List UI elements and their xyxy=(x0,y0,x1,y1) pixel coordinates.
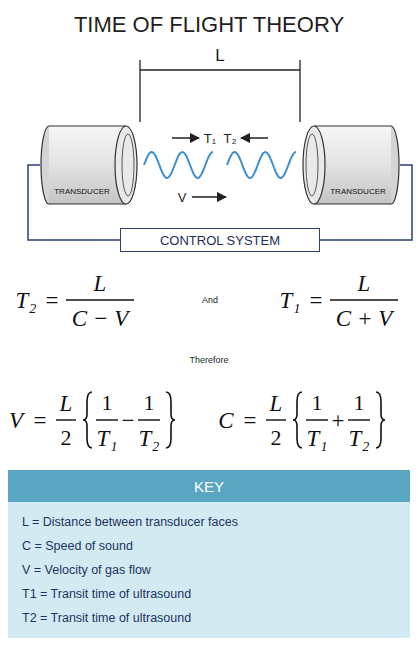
equation-term: L xyxy=(94,272,107,295)
box-label: CONTROL SYSTEM xyxy=(160,233,280,248)
control-box: CONTROL SYSTEM xyxy=(120,228,320,252)
equation-term: T₂ xyxy=(349,427,370,450)
fraction-bars xyxy=(56,300,398,420)
fraction-bar xyxy=(66,299,134,300)
fraction-bar xyxy=(138,419,160,420)
title: TIME OF FLIGHT THEORY xyxy=(0,12,418,38)
brace xyxy=(293,392,302,448)
fraction-bar xyxy=(330,299,398,300)
equation-term: C − V xyxy=(72,307,128,330)
signal-label: T₁ xyxy=(204,132,216,145)
equation-term: T₂ xyxy=(139,427,160,450)
wave xyxy=(144,152,213,178)
key-entry: V = Velocity of gas flow xyxy=(22,558,396,582)
equation-number: 1 xyxy=(144,392,155,414)
signal-arrows xyxy=(172,138,268,197)
equation-number: 1 xyxy=(102,392,113,414)
ultrasound-waves xyxy=(144,152,296,178)
transducer-label: TRANSDUCER xyxy=(54,187,110,196)
equation-operator: − xyxy=(122,409,135,432)
equation-term: L xyxy=(270,392,283,415)
box-label: KEY xyxy=(194,478,224,495)
equation-number: 1 xyxy=(354,392,365,414)
signal-label: T₂ xyxy=(224,132,237,145)
brace xyxy=(376,392,385,448)
equation-term: V xyxy=(9,409,23,432)
brace xyxy=(83,392,92,448)
transducer-face-ring xyxy=(306,134,318,196)
equation-operator: + xyxy=(332,409,345,432)
key-entry: T1 = Transit time of ultrasound xyxy=(22,582,396,606)
key-entry: T2 = Transit time of ultrasound xyxy=(22,606,396,630)
transducer-face-ring xyxy=(122,134,134,196)
equation-number: 2 xyxy=(271,427,282,449)
fraction-bar xyxy=(348,419,370,420)
braces xyxy=(83,392,385,448)
equation-operator: = xyxy=(244,409,257,432)
transducer-face xyxy=(303,126,325,204)
connective-text: And xyxy=(202,296,218,305)
equation-operator: = xyxy=(34,409,47,432)
brace xyxy=(166,392,175,448)
fraction-bar xyxy=(96,419,118,420)
key-entry: C = Speed of sound xyxy=(22,534,396,558)
dimension-label: L xyxy=(215,47,224,64)
transducer-face xyxy=(115,126,137,204)
key-header: KEY xyxy=(8,470,410,502)
key-entry: L = Distance between transducer faces xyxy=(22,510,396,534)
equation-term: C xyxy=(218,409,233,432)
equation-operator: = xyxy=(310,289,323,312)
equation-term: T₁ xyxy=(280,289,301,312)
transducer: TRANSDUCER xyxy=(40,125,140,205)
equation-term: T₁ xyxy=(307,427,328,450)
equation-term: C + V xyxy=(336,307,392,330)
fraction-bar xyxy=(56,419,76,420)
dimension-line xyxy=(140,69,300,70)
extension-line xyxy=(139,60,140,122)
fraction-bar xyxy=(266,419,286,420)
equation-term: T₁ xyxy=(97,427,118,450)
flow-arrow xyxy=(192,196,226,198)
fraction-bar xyxy=(306,419,328,420)
equation-number: 1 xyxy=(312,392,323,414)
key-box: L = Distance between transducer facesC =… xyxy=(8,502,410,638)
extension-line xyxy=(299,60,300,122)
dimension-line xyxy=(140,60,300,122)
equation-term: L xyxy=(60,392,73,415)
equation-term: L xyxy=(358,272,371,295)
t2-arrow xyxy=(241,137,268,139)
equation-operator: = xyxy=(46,289,59,312)
transducer-label: TRANSDUCER xyxy=(330,187,386,196)
transducer: TRANSDUCER xyxy=(300,125,400,205)
flow-label: V xyxy=(178,191,187,204)
equation-term: T₂ xyxy=(16,289,37,312)
connective-text: Therefore xyxy=(189,356,228,365)
t1-arrow xyxy=(172,137,199,139)
wave xyxy=(227,152,296,178)
equation-number: 2 xyxy=(61,427,72,449)
